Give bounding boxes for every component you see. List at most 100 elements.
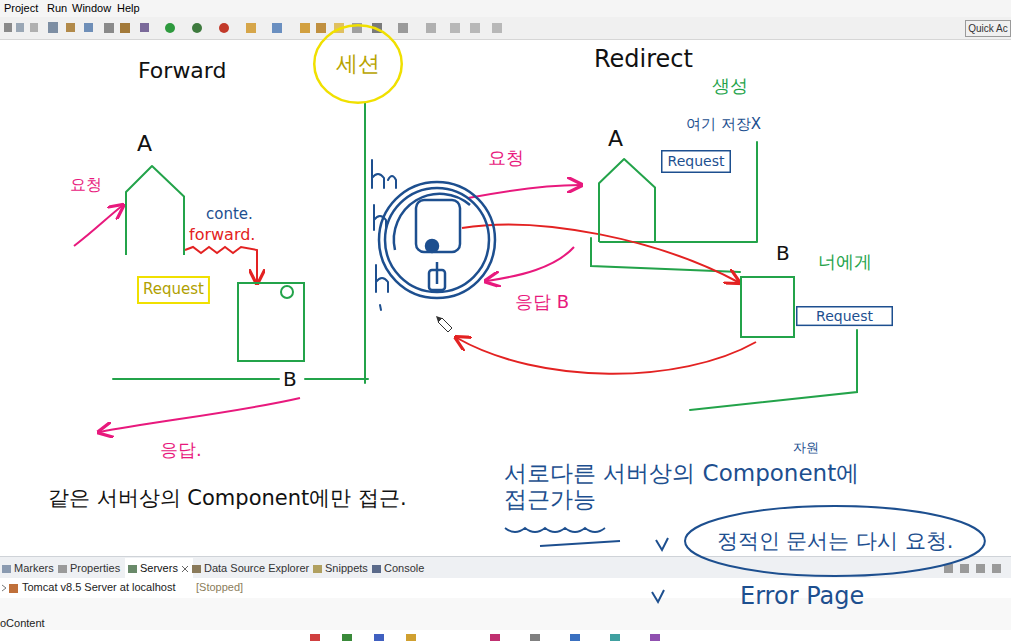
note: 같은 서버상의 Component에만 접근. (48, 486, 407, 510)
ide-chrome (66, 23, 75, 32)
ide-chrome (650, 634, 660, 641)
client-globe (426, 240, 438, 252)
label-holder: 너에게 (818, 252, 872, 273)
label-holder: Error Page (740, 583, 864, 611)
ide-chrome (2, 585, 6, 591)
tab-label: Servers (140, 562, 178, 575)
server-component: B (237, 282, 305, 362)
request-arrow (74, 185, 580, 432)
ide-chrome (272, 23, 282, 33)
request-box-border (662, 151, 731, 173)
label-holder: Project (4, 2, 38, 15)
tab-label: Properties (70, 562, 120, 575)
ide-chrome (182, 566, 188, 572)
request-box-border (797, 307, 893, 326)
note: 자원 (793, 441, 819, 456)
ide-chrome (219, 23, 229, 33)
server-component-border (599, 159, 655, 242)
label-holder: 요청 (488, 148, 524, 169)
label-holder: Properties (70, 562, 120, 575)
ide-chrome (192, 23, 202, 33)
ide-chrome (310, 634, 320, 641)
server-entry: Tomcat v8.5 Server at localhost (22, 581, 175, 594)
server-component-outline (740, 276, 795, 338)
label-holder: 응답. (160, 440, 202, 461)
scribble (374, 205, 386, 230)
label-holder: [Stopped] (196, 581, 243, 594)
search-box-border (966, 21, 1011, 37)
label-holder: 응답 B (515, 292, 569, 313)
client-globe (385, 188, 489, 292)
server-component-border (741, 277, 794, 337)
label-holder: 서로다른 서버상의 Component에 접근가능 (504, 460, 874, 513)
ide-chrome (570, 634, 580, 641)
label-holder: Data Source Explorer (204, 562, 309, 575)
ide-chrome (610, 634, 620, 641)
server-outline (690, 330, 857, 410)
server-outline (591, 238, 740, 272)
label-holder: Tomcat v8.5 Server at localhost (22, 581, 175, 594)
scribble (372, 160, 396, 310)
label-holder: 자원 (793, 441, 819, 456)
node-text: A (137, 131, 152, 156)
label-holder: conte. (206, 206, 253, 223)
label-holder: Help (117, 2, 140, 15)
ide-chrome (0, 0, 1011, 17)
session-circle: 세션 (313, 24, 403, 104)
server-component: A (125, 165, 185, 255)
ide-chrome (165, 23, 175, 33)
panel-text: oContent (0, 617, 45, 630)
node-text: 정적인 문서는 다시 요청. (717, 529, 954, 553)
tab-label: Data Source Explorer (204, 562, 309, 575)
scribble (380, 305, 381, 310)
ide-chrome (406, 634, 416, 641)
server-outline (600, 142, 757, 242)
menu-item: Project (4, 2, 38, 15)
underline-scribble (505, 528, 620, 546)
ide-chrome (128, 565, 137, 573)
ide-chrome (316, 23, 326, 33)
note: 여기 저장X (686, 116, 761, 133)
client-globe (429, 270, 445, 290)
note-ellipse-border (685, 506, 985, 576)
label-holder: oContent (0, 617, 45, 630)
request-arrow (100, 398, 300, 432)
label-holder: 요청 (70, 176, 102, 194)
tab-label: Snippets (325, 562, 368, 575)
node-text: 세션 (336, 51, 380, 76)
server-component-outline (237, 282, 305, 362)
arrow-label: 응답 B (515, 292, 569, 313)
ide-chrome (192, 565, 201, 573)
ide-chrome (48, 22, 58, 33)
node-text: Request (816, 308, 873, 324)
request-arrow (74, 206, 122, 246)
ide-chrome (2, 565, 11, 573)
ide-chrome (300, 23, 310, 33)
server-component: B (740, 276, 795, 338)
note: 생성 (712, 76, 748, 97)
label-holder: Snippets (325, 562, 368, 575)
label-holder: Window (72, 2, 111, 15)
label-holder: Forward (138, 58, 226, 83)
ide-chrome (470, 23, 480, 33)
node-text: Request (668, 153, 725, 169)
request-box-border (138, 277, 209, 303)
ide-chrome (398, 23, 408, 33)
request-box: Request (796, 306, 893, 326)
ide-chrome (84, 23, 93, 32)
check-mark (656, 538, 668, 550)
label-holder: Redirect (594, 46, 693, 74)
ide-chrome (426, 23, 436, 33)
node-text: B (283, 368, 297, 391)
ide-chrome (490, 634, 500, 641)
label-holder: Servers (140, 562, 178, 575)
ide-chrome (0, 17, 1011, 39)
ide-chrome (4, 23, 12, 32)
ide-chrome (9, 584, 18, 593)
port-dot (281, 286, 293, 298)
server-component: A (598, 158, 656, 242)
tab-label: Markers (14, 562, 54, 575)
ide-chrome (30, 23, 38, 32)
